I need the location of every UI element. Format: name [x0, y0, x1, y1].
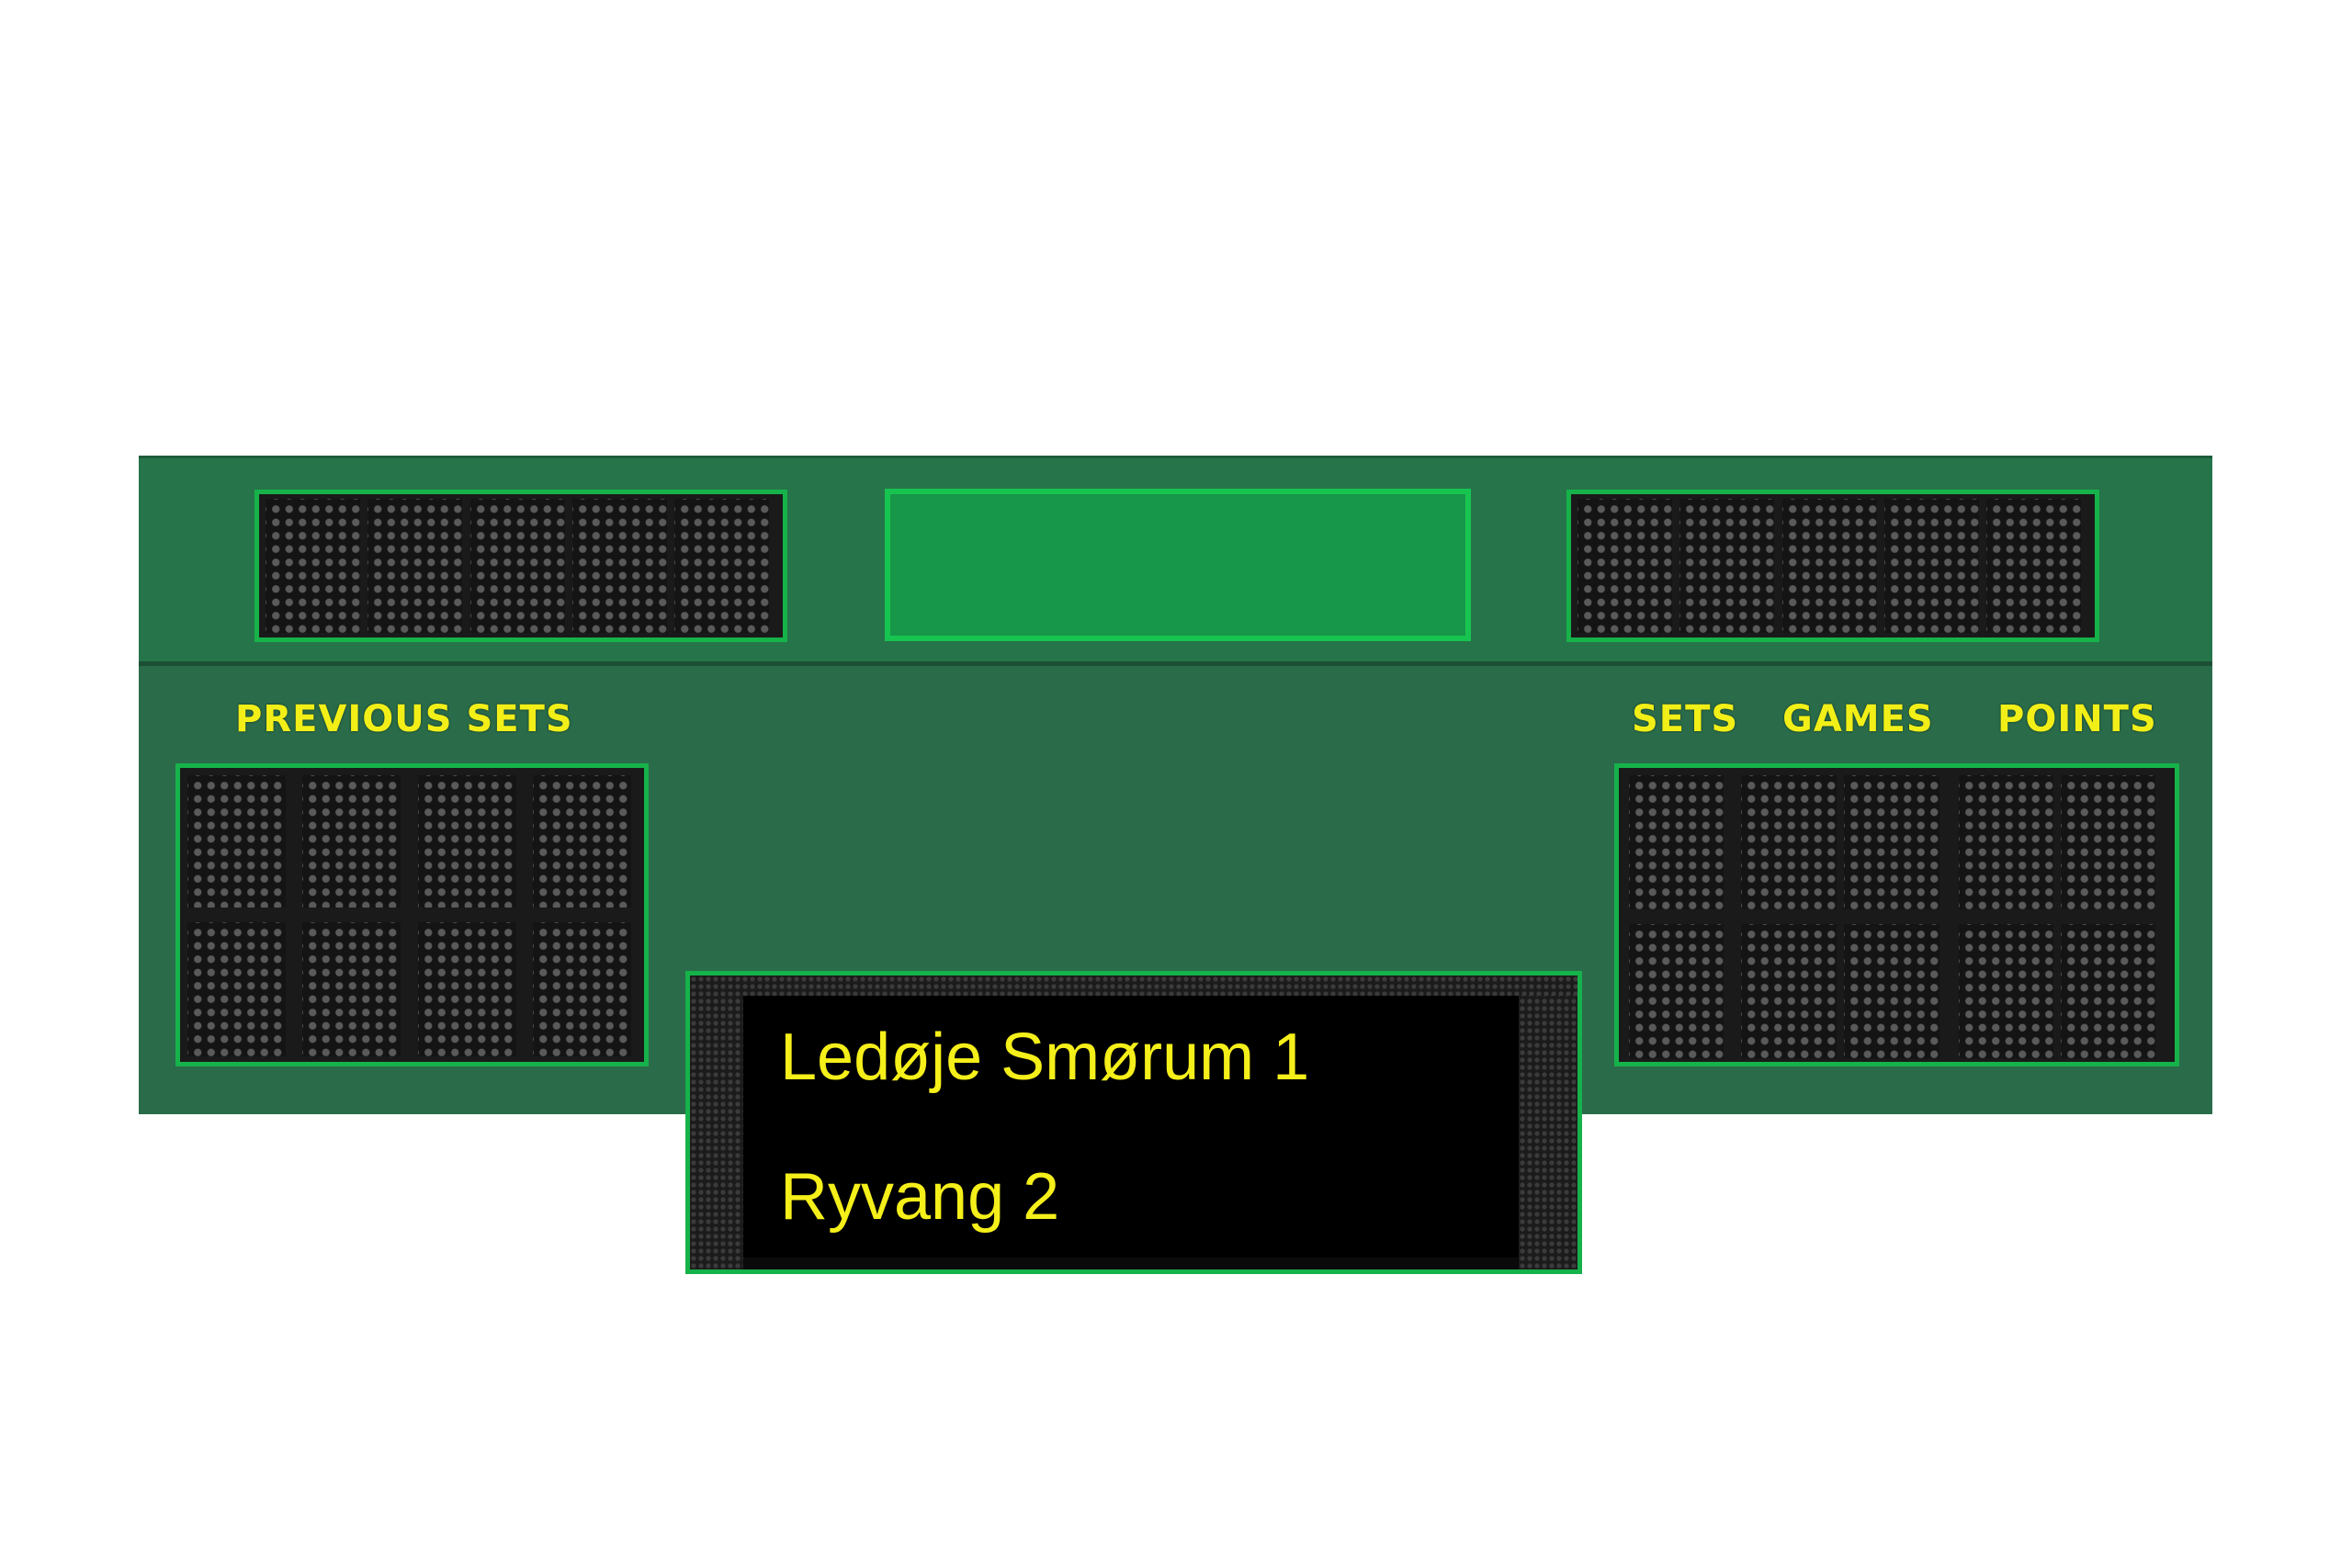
- sets-digit-cell: [1629, 924, 1724, 1058]
- games-digit-cell: [1741, 924, 1837, 1058]
- digit-cell: [470, 499, 565, 633]
- points-digit-cell: [1959, 775, 2053, 909]
- top-right-digit-panel: [1566, 490, 2099, 642]
- digit-cell: [1577, 499, 1672, 633]
- digit-cell: [302, 775, 401, 908]
- sets-digit-cell: [1629, 775, 1724, 909]
- games-digit-cell: [1844, 775, 1939, 909]
- digit-cell: [187, 775, 286, 908]
- digit-cell: [533, 922, 631, 1056]
- games-digit-cell: [1741, 775, 1837, 909]
- previous-sets-label: PREVIOUS SETS: [235, 698, 573, 740]
- digit-cell: [418, 922, 516, 1056]
- display-led-border-left: [690, 976, 743, 1269]
- digit-cell: [1782, 499, 1877, 633]
- points-digit-cell: [1959, 924, 2053, 1058]
- digit-cell: [572, 499, 667, 633]
- lower-section: PREVIOUS SETS SETS GAMES POINTS Ledøje S…: [139, 666, 2212, 1274]
- top-left-digit-panel: [254, 490, 787, 642]
- digit-cell: [418, 775, 516, 908]
- digit-cell: [368, 499, 462, 633]
- points-digit-cell: [2061, 775, 2155, 909]
- digit-cell: [533, 775, 631, 908]
- away-team-name: Ryvang 2: [780, 1160, 1060, 1234]
- display-led-border-top: [690, 976, 1577, 996]
- games-digit-cell: [1844, 924, 1939, 1058]
- scoreboard: PREVIOUS SETS SETS GAMES POINTS Ledøje S…: [139, 456, 2212, 1274]
- games-label: GAMES: [1782, 698, 1934, 740]
- team-name-display: Ledøje Smørum 1 Ryvang 2: [685, 971, 1582, 1274]
- previous-sets-panel: [175, 763, 649, 1066]
- digit-cell: [1884, 499, 1979, 633]
- digit-cell: [266, 499, 360, 633]
- digit-cell: [1986, 499, 2081, 633]
- digit-cell: [674, 499, 769, 633]
- section-divider: [139, 661, 2212, 666]
- sets-label: SETS: [1632, 698, 1739, 740]
- top-center-blank-panel: [885, 489, 1471, 641]
- home-team-name: Ledøje Smørum 1: [780, 1021, 1310, 1094]
- points-label: POINTS: [1997, 698, 2157, 740]
- points-digit-cell: [2061, 924, 2155, 1058]
- digit-cell: [187, 922, 286, 1056]
- digit-cell: [1679, 499, 1774, 633]
- display-led-border-right: [1519, 976, 1577, 1269]
- display-screen: Ledøje Smørum 1 Ryvang 2: [743, 996, 1519, 1258]
- digit-cell: [302, 922, 401, 1056]
- score-panel: [1614, 763, 2179, 1066]
